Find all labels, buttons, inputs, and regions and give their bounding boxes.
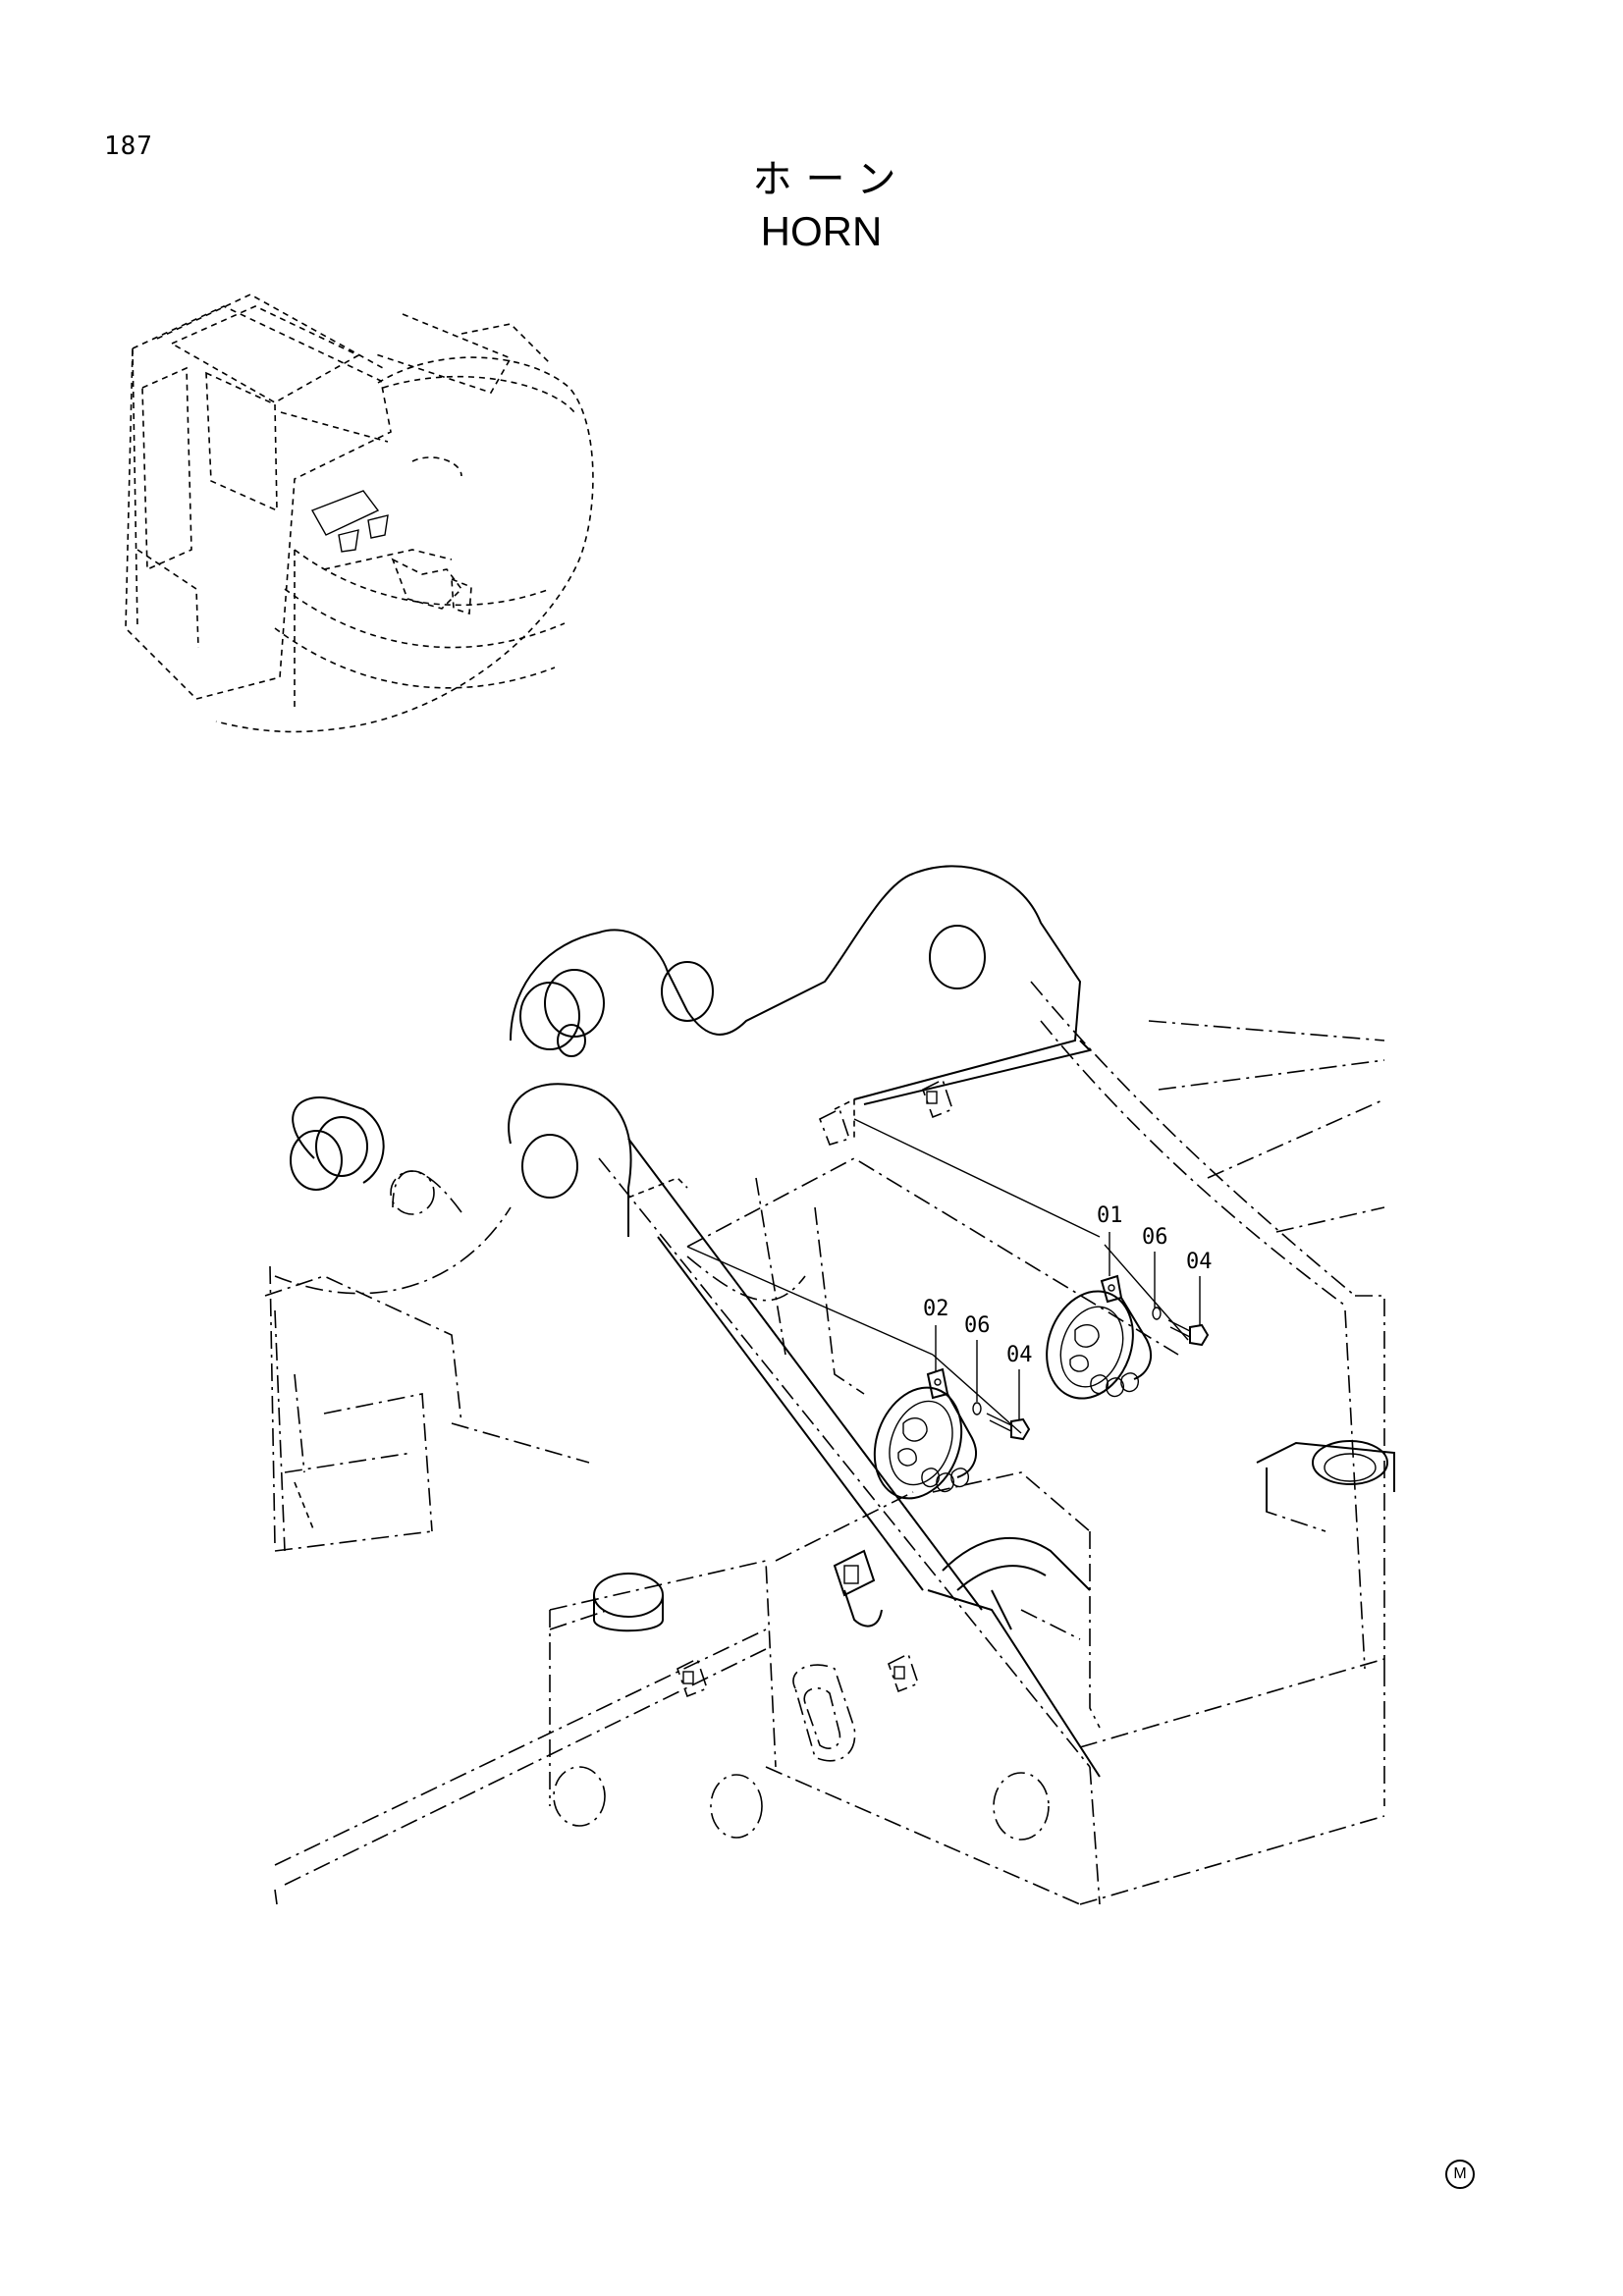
callout-bolt-04-left: 04 <box>1006 1343 1033 1367</box>
horn-right <box>1046 1274 1153 1400</box>
washer-left <box>972 1402 982 1415</box>
horn-installation-guides <box>686 1118 1189 1434</box>
callout-leaders <box>935 1232 1201 1419</box>
bolt-left <box>986 1413 1031 1441</box>
washer-right <box>1152 1307 1162 1320</box>
callout-bolt-04-right: 04 <box>1186 1250 1213 1274</box>
upper-frame-assembly <box>264 865 1395 1905</box>
page-number: 187 <box>104 132 153 161</box>
callout-part-02: 02 <box>923 1297 949 1321</box>
callout-part-01: 01 <box>1097 1203 1123 1228</box>
bolt-right <box>1167 1319 1210 1347</box>
page-title-japanese: ホーン <box>752 157 910 202</box>
page-title: HORN <box>760 208 883 254</box>
horn-left <box>873 1367 977 1500</box>
callout-washer-06-right: 06 <box>1142 1225 1168 1250</box>
manufacturer-mark: M <box>1445 2160 1475 2189</box>
callout-washer-06-left: 06 <box>964 1313 991 1338</box>
excavator-overview-inset <box>125 294 594 733</box>
